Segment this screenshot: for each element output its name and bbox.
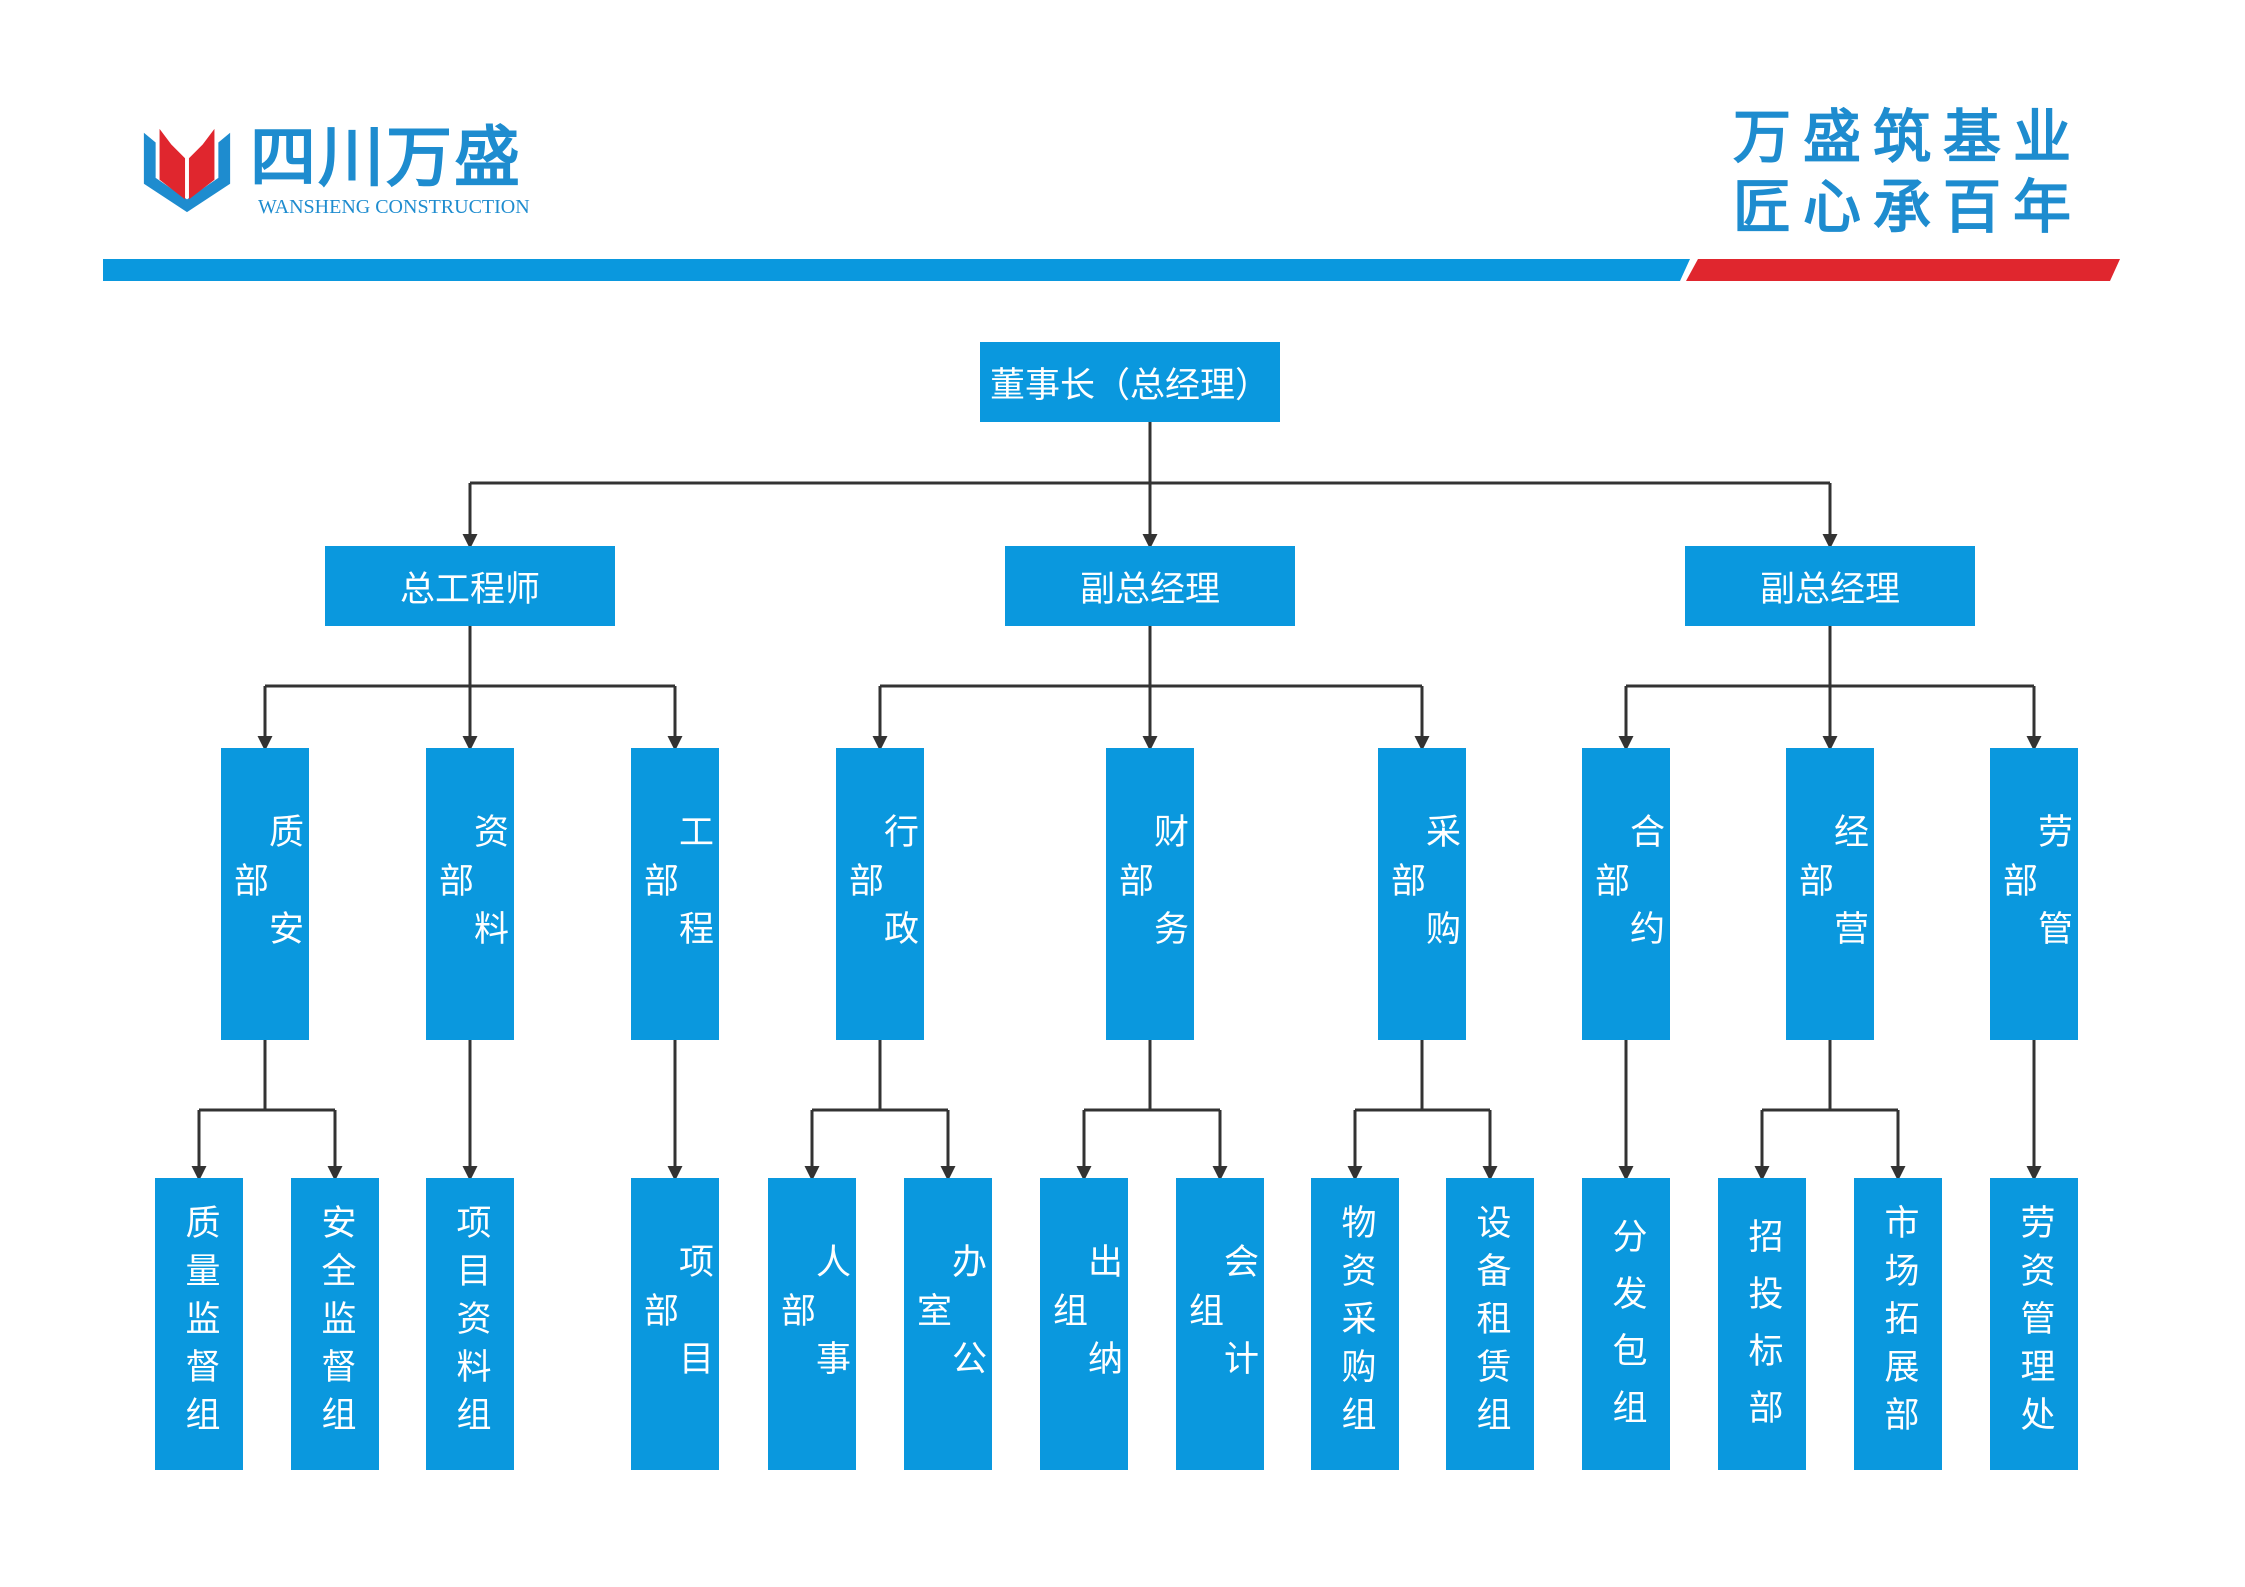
org-node-group: 劳资管理处	[1990, 1178, 2078, 1470]
org-node-group: 项目部	[631, 1178, 719, 1470]
org-node-group: 分发包组	[1582, 1178, 1670, 1470]
org-node-root: 董事长（总经理）	[980, 342, 1280, 422]
org-node-label: 经营部	[1793, 813, 1868, 1007]
org-node-label: 工程部	[638, 813, 713, 1007]
org-node-label: 会计组	[1183, 1243, 1258, 1437]
header-divider-bar	[103, 259, 2120, 281]
org-node-dept: 合约部	[1582, 748, 1670, 1040]
org-node-dept: 采购部	[1378, 748, 1466, 1040]
logo-chinese-name: 四川万盛	[250, 119, 522, 196]
org-node-group: 人事部	[768, 1178, 856, 1470]
org-node-dept: 工程部	[631, 748, 719, 1040]
org-node-label: 项目资料组	[450, 1204, 491, 1444]
org-node-chief-engineer: 总工程师	[325, 546, 615, 626]
org-node-dept: 资料部	[426, 748, 514, 1040]
org-node-label: 劳资管理处	[2014, 1204, 2055, 1444]
org-node-label: 安全监督组	[315, 1204, 356, 1444]
org-node-label: 资料部	[433, 813, 508, 1007]
company-logo: 四川万盛 WANSHENG CONSTRUCTION	[138, 118, 530, 228]
org-node-group: 安全监督组	[291, 1178, 379, 1470]
org-node-dept: 质安部	[221, 748, 309, 1040]
org-node-group: 质量监督组	[155, 1178, 243, 1470]
logo-english-name: WANSHENG CONSTRUCTION	[258, 196, 530, 218]
org-node-deputy-gm: 副总经理	[1685, 546, 1975, 626]
org-node-label: 物资采购组	[1335, 1204, 1376, 1444]
org-node-label: 财务部	[1113, 813, 1188, 1007]
org-node-label: 设备租赁组	[1470, 1204, 1511, 1444]
org-node-group: 出纳组	[1040, 1178, 1128, 1470]
org-node-group: 招投标部	[1718, 1178, 1806, 1470]
org-node-label: 人事部	[775, 1243, 850, 1437]
org-node-label: 合约部	[1589, 813, 1664, 1007]
org-node-label: 采购部	[1385, 813, 1460, 1007]
org-node-dept: 劳管部	[1990, 748, 2078, 1040]
org-node-label: 行政部	[843, 813, 918, 1007]
book-logo-icon	[143, 128, 231, 213]
slogan-line-2: 匠心承百年	[1732, 173, 2083, 241]
org-node-group: 物资采购组	[1311, 1178, 1399, 1470]
slogan: 万盛筑基业 匠心承百年	[1733, 102, 2083, 242]
org-node-label: 副总经理	[1759, 569, 1900, 610]
org-node-root-label: 董事长（总经理）	[989, 365, 1270, 406]
org-node-group: 市场拓展部	[1854, 1178, 1942, 1470]
org-node-label: 出纳组	[1047, 1243, 1122, 1437]
org-node-group: 办公室	[904, 1178, 992, 1470]
org-node-deputy-gm: 副总经理	[1005, 546, 1295, 626]
org-node-label: 招投标部	[1742, 1218, 1783, 1446]
org-node-group: 设备租赁组	[1446, 1178, 1534, 1470]
org-node-group: 会计组	[1176, 1178, 1264, 1470]
org-node-label: 办公室	[911, 1243, 986, 1437]
org-node-label: 副总经理	[1079, 569, 1220, 610]
org-node-label: 劳管部	[1997, 813, 2072, 1007]
org-node-label: 市场拓展部	[1878, 1204, 1919, 1444]
org-node-dept: 财务部	[1106, 748, 1194, 1040]
slogan-line-1: 万盛筑基业	[1732, 103, 2083, 171]
org-node-label: 质安部	[228, 813, 303, 1007]
org-node-dept: 经营部	[1786, 748, 1874, 1040]
org-node-label: 总工程师	[399, 569, 540, 610]
org-node-label: 分发包组	[1606, 1218, 1647, 1446]
org-node-label: 项目部	[638, 1243, 713, 1437]
org-node-dept: 行政部	[836, 748, 924, 1040]
org-node-label: 质量监督组	[179, 1204, 220, 1444]
org-node-group: 项目资料组	[426, 1178, 514, 1470]
